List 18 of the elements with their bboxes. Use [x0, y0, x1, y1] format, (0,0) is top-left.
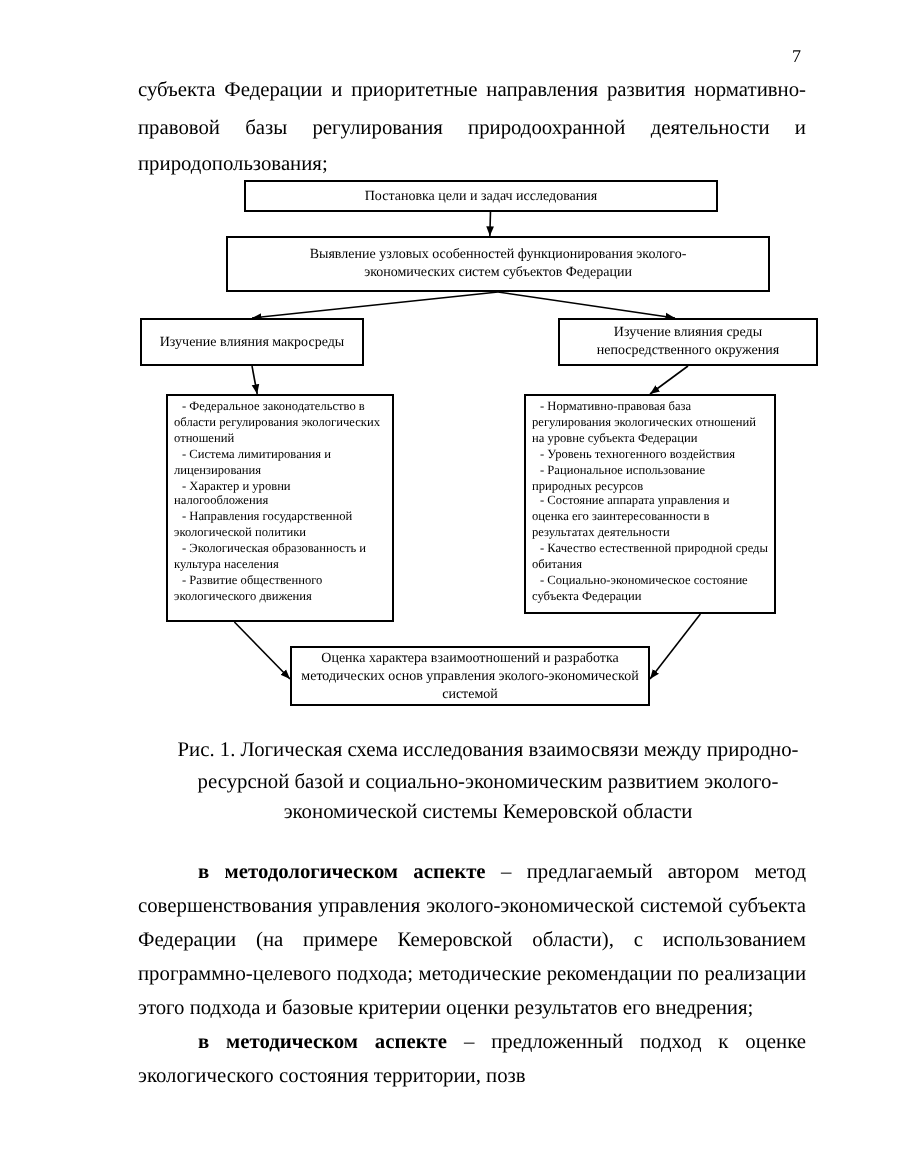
figure-caption: Рис. 1. Логическая схема исследования взаимосвязи между природно-ресурсной базой и социально-экономическим развитием эколого-экономической системы Кемеровской области: [176, 738, 800, 828]
arrow: [649, 613, 702, 680]
process-box: [244, 180, 718, 212]
page-number: 7: [792, 44, 801, 70]
arrow: [233, 621, 291, 680]
process-box: [166, 394, 394, 622]
arrow: [649, 365, 689, 395]
paragraph: в методическом аспекте – предложенный подход к оценке экологического состояния территории, позв: [138, 1030, 806, 1092]
arrow: [486, 211, 494, 237]
process-box: [524, 394, 776, 614]
arrow: [497, 291, 676, 321]
process-box: [558, 318, 818, 366]
paragraph: субъекта Федерации и приоритетные направления развития нормативно-правовой базы регулирования природоохранной деятельности и природопользования;: [138, 78, 806, 180]
arrow: [251, 291, 499, 321]
paragraph: в методологическом аспекте – предлагаемый автором метод совершенствования управления эколого-экономической системой субъекта Федерации (на примере Кемеровской области), с использованием программно-целевого подхода; методические рекомендации по реализации этого подхода и базовые критерии оценки результатов его внедрения;: [138, 860, 806, 1024]
arrow: [251, 365, 260, 395]
process-box: [140, 318, 364, 366]
process-box: [226, 236, 770, 292]
